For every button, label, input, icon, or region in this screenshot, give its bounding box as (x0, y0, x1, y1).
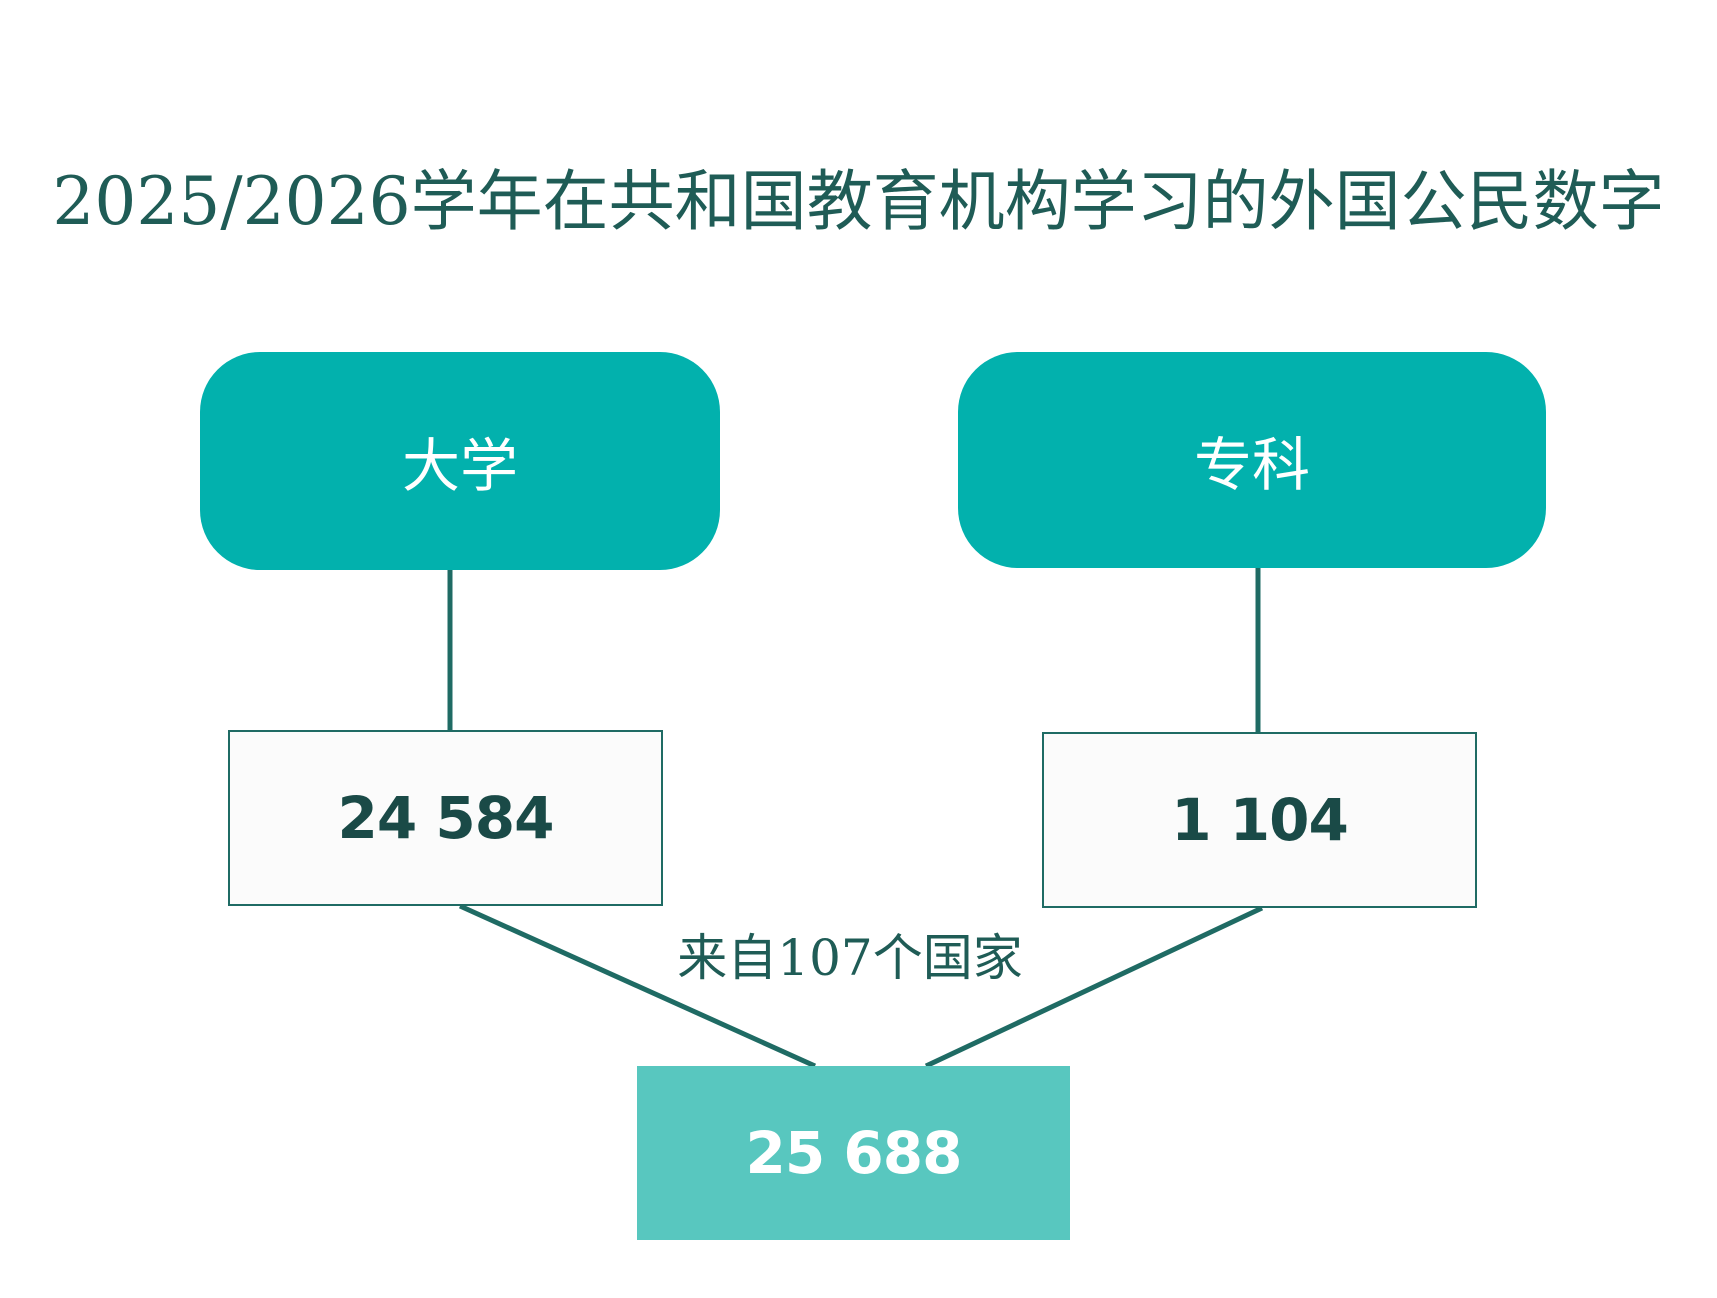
college-count: 1 104 (1171, 786, 1349, 854)
category-college-box: 专科 (958, 352, 1546, 568)
total-box: 25 688 (637, 1066, 1070, 1240)
university-count-box: 24 584 (228, 730, 663, 906)
countries-note: 来自107个国家 (677, 929, 1023, 987)
total-count: 25 688 (745, 1119, 963, 1187)
college-count-box: 1 104 (1042, 732, 1477, 908)
connector-college-to-total (924, 905, 1264, 1069)
diagram-title: 2025/2026学年在共和国教育机构学习的外国公民数字 (52, 163, 1665, 240)
category-university-label: 大学 (401, 432, 518, 500)
category-university-box: 大学 (200, 352, 720, 570)
category-college-label: 专科 (1193, 431, 1310, 499)
connector-university-to-total (458, 903, 817, 1069)
university-count: 24 584 (337, 784, 555, 852)
